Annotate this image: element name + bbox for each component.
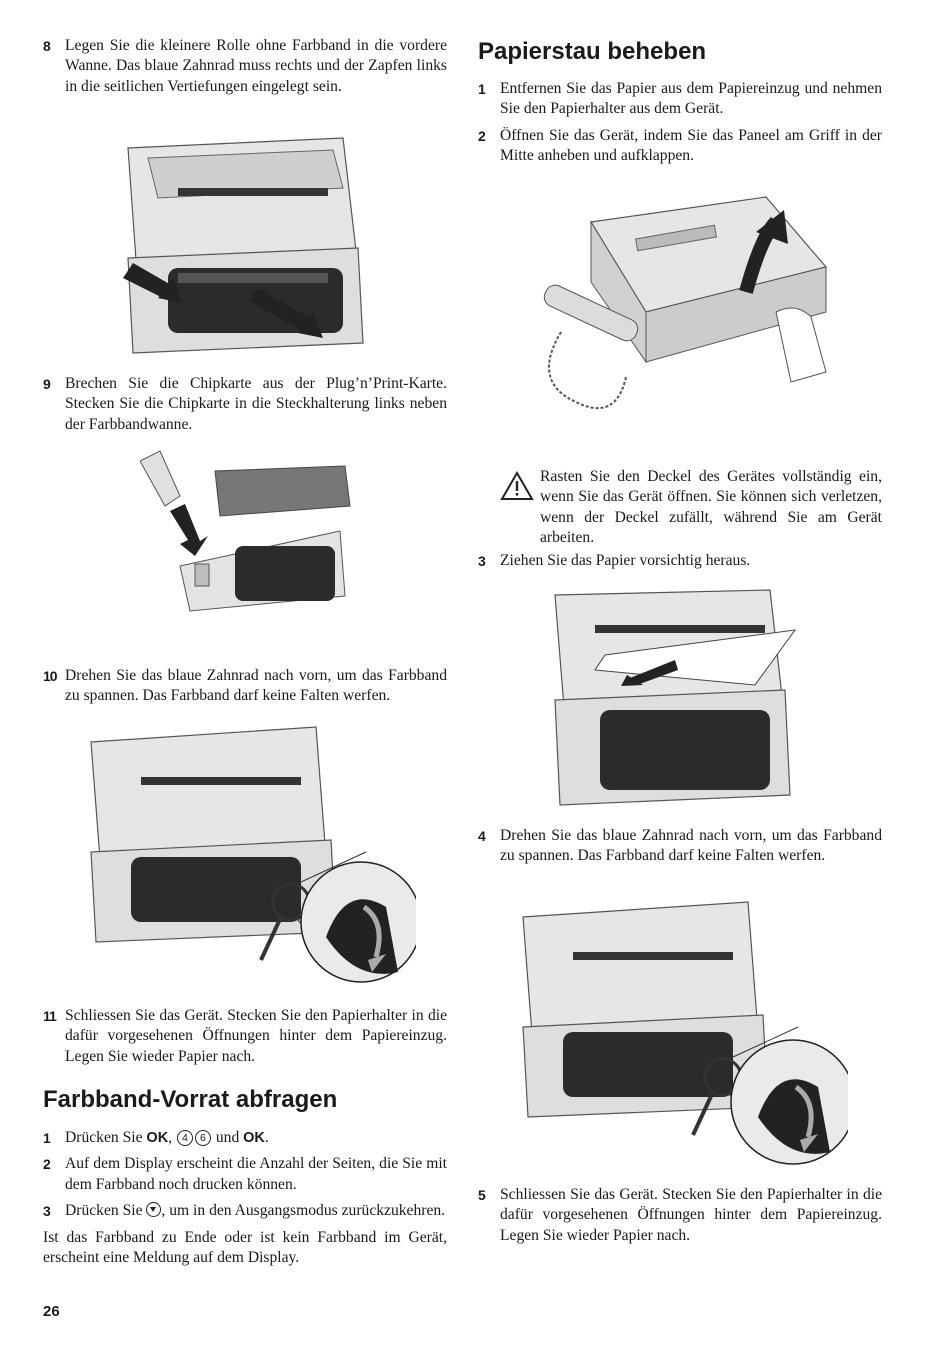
step-9: 9 Brechen Sie die Chipkarte aus der Plug… [43,374,447,435]
stop-key-icon [146,1202,162,1218]
step-text: Legen Sie die kleinere Rolle ohne Farbba… [65,37,447,95]
step-number: 3 [478,553,486,569]
text-segment: Drücken Sie [65,1129,147,1146]
step-5: 5 Schliessen Sie das Gerät. Stecken Sie … [478,1185,882,1246]
ok-key-label: OK [146,1130,169,1146]
step-number: 10 [43,668,58,684]
text-segment: . [264,1129,269,1146]
step-number: 2 [43,1156,51,1173]
closing-note: Ist das Farbband zu Ende oder ist kein F… [43,1228,447,1267]
paper-jam-step-3: 3 Ziehen Sie das Papier vorsichtig herau… [478,551,882,571]
step-number: 3 [43,1203,51,1220]
step-number: 1 [43,1130,51,1146]
step-text: Auf dem Display erscheint die Anzahl der… [65,1155,447,1193]
step-1: 1 Entfernen Sie das Papier aus dem Papie… [478,79,882,120]
illustration-chipcard [140,446,360,616]
step-text: Drehen Sie das blaue Zahnrad nach vorn, … [65,667,447,705]
left-column-11: 11 Schliessen Sie das Gerät. Stecken Sie… [43,1006,447,1067]
step-text: Entfernen Sie das Papier aus dem Papiere… [500,80,882,118]
illustration-tension-ribbon [86,722,416,987]
step-text: Drücken Sie , um in den Ausgangsmodus zu… [65,1201,447,1221]
section-ribbon-supply: Farbband-Vorrat abfragen [43,1086,447,1114]
left-column: 8 Legen Sie die kleinere Rolle ohne Farb… [43,36,447,97]
paper-jam-steps-top: 1 Entfernen Sie das Papier aus dem Papie… [478,79,882,167]
warning-box: Rasten Sie den Deckel des Gerätes vollst… [478,467,882,549]
step-number: 9 [43,376,51,392]
key-4-icon: 4 [176,1130,193,1146]
step-text: Brechen Sie die Chipkarte aus der Plug’n… [65,375,447,433]
step-number: 2 [478,127,486,144]
left-column-10: 10 Drehen Sie das blaue Zahnrad nach vor… [43,666,447,707]
warning-text: Rasten Sie den Deckel des Gerätes vollst… [540,468,882,547]
text-segment: und [211,1129,244,1146]
step-text: Schliessen Sie das Gerät. Stecken Sie de… [65,1007,447,1065]
illustration-tension-ribbon-2 [518,897,848,1172]
illustration-pull-paper [545,585,815,810]
illustration-insert-roll [118,128,368,358]
step-number: 4 [478,828,486,844]
step-11: 11 Schliessen Sie das Gerät. Stecken Sie… [43,1006,447,1067]
text-segment: , [168,1129,176,1146]
key-6-icon: 6 [194,1130,211,1146]
step-text: Ziehen Sie das Papier vorsichtig heraus. [500,552,751,569]
text-segment: , um in den Ausgangsmodus zurückzukehren… [161,1202,446,1220]
paper-jam-step-5: 5 Schliessen Sie das Gerät. Stecken Sie … [478,1185,882,1246]
ok-key-label: OK [243,1130,265,1146]
paper-jam-step-4: 4 Drehen Sie das blaue Zahnrad nach vorn… [478,826,882,867]
section-title: Farbband-Vorrat abfragen [43,1086,338,1113]
step-4: 4 Drehen Sie das blaue Zahnrad nach vorn… [478,826,882,867]
step-10: 10 Drehen Sie das blaue Zahnrad nach vor… [43,666,447,707]
text-segment: Drücken Sie [65,1202,147,1220]
step-text: Schliessen Sie das Gerät. Stecken Sie de… [500,1186,882,1244]
left-column-9: 9 Brechen Sie die Chipkarte aus der Plug… [43,374,447,435]
step-number: 1 [478,81,486,97]
page-number: 26 [43,1303,60,1320]
warning-note: Rasten Sie den Deckel des Gerätes vollst… [478,467,882,549]
warning-triangle-icon [478,467,540,549]
step-3: 3 Ziehen Sie das Papier vorsichtig herau… [478,551,882,571]
sub-step-3: 3 Drücken Sie , um in den Ausgangsmodus … [43,1201,447,1221]
step-8: 8 Legen Sie die kleinere Rolle ohne Farb… [43,36,447,97]
section-paper-jam: Papierstau beheben [478,38,882,66]
illustration-open-device [536,182,836,432]
sub-step-2: 2 Auf dem Display erscheint die Anzahl d… [43,1154,447,1195]
step-2: 2 Öffnen Sie das Gerät, indem Sie das Pa… [478,126,882,167]
section-title: Papierstau beheben [478,38,707,65]
step-number: 8 [43,38,51,54]
step-number: 11 [43,1008,57,1024]
step-number: 5 [478,1187,486,1203]
step-text: Drehen Sie das blaue Zahnrad nach vorn, … [500,827,882,865]
step-text: Öffnen Sie das Gerät, indem Sie das Pane… [500,126,882,165]
